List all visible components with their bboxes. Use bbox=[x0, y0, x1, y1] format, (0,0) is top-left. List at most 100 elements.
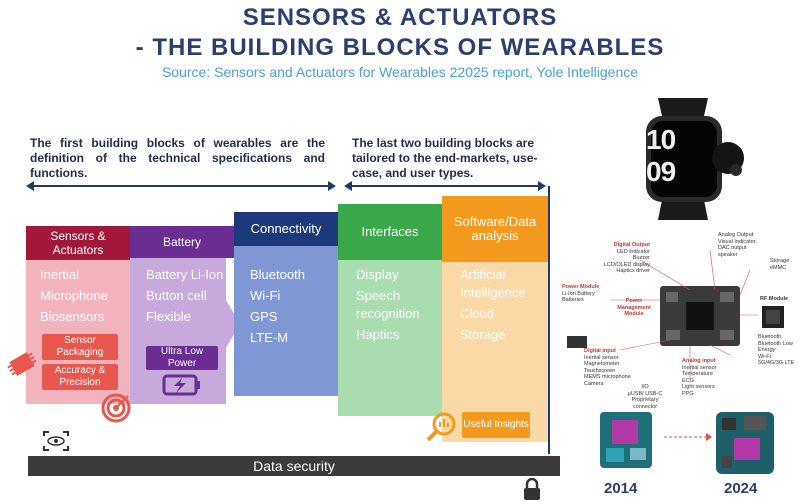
rf-module-title: RF Module bbox=[760, 296, 789, 302]
interfaces-items: Display Speech recognition Haptics bbox=[356, 266, 444, 347]
board-text: Haptics driver bbox=[616, 268, 650, 274]
data-security-bar: Data security bbox=[28, 456, 560, 476]
vertical-divider bbox=[548, 186, 550, 454]
connectivity-item: LTE-M bbox=[250, 330, 289, 345]
main-board bbox=[660, 286, 740, 346]
board-text: LED indicator bbox=[616, 248, 650, 255]
left-arrow-head-end bbox=[328, 181, 336, 191]
title-line-1: SENSORS & ACTUATORS bbox=[242, 4, 558, 31]
board-text: Li-Ion Battery bbox=[562, 290, 595, 297]
year-2024: 2024 bbox=[724, 480, 758, 497]
connectivity-item: Bluetooth bbox=[250, 267, 305, 282]
target-icon bbox=[101, 393, 131, 423]
board-text: Inertial sensor bbox=[682, 364, 717, 371]
board-text: Magnetometer bbox=[584, 361, 620, 367]
battery-body bbox=[130, 258, 226, 404]
header-connectivity: Connectivity bbox=[234, 212, 338, 246]
board-2014-image bbox=[600, 412, 652, 468]
board-text: Temperature bbox=[682, 371, 713, 377]
intro-right-text: The last two building blocks are tailore… bbox=[352, 136, 538, 180]
sensors-items: Inertial Microphone Biosensors bbox=[40, 266, 108, 329]
battery-item: Flexible bbox=[146, 309, 191, 324]
board-text: Bluetooth Low bbox=[758, 340, 793, 347]
software-items: Artificial Intelligence Cloud Storage bbox=[460, 266, 548, 347]
header-battery: Battery bbox=[130, 226, 234, 258]
connectivity-items: Bluetooth Wi-Fi GPS LTE-M bbox=[250, 266, 305, 350]
software-item: Artificial Intelligence bbox=[460, 267, 526, 300]
intro-left-text: The first building blocks of wearables a… bbox=[30, 136, 325, 180]
board-text: Visual Indicator bbox=[718, 238, 756, 245]
battery-item: Battery Li-Ion bbox=[146, 267, 224, 282]
board-text: µUSB/ USB-C bbox=[627, 390, 663, 397]
board-text: Energy bbox=[758, 347, 776, 353]
header-interfaces: Interfaces bbox=[338, 204, 442, 260]
board-text: Touchscreen bbox=[584, 367, 616, 374]
accuracy-badge: Accuracy & Precision bbox=[42, 364, 118, 390]
board-text: Wi-Fi bbox=[758, 353, 771, 360]
board-text: speaker bbox=[718, 251, 738, 258]
board-connectors bbox=[610, 249, 758, 380]
sensors-item: Biosensors bbox=[40, 309, 105, 324]
io-label: I/O µUSB/ USB-C Proprietary connector bbox=[620, 384, 670, 410]
pmu-text: Management bbox=[617, 304, 651, 311]
board-2024-image bbox=[716, 412, 774, 474]
watch-time-top: 10 bbox=[646, 124, 676, 155]
connectivity-item: Wi-Fi bbox=[250, 288, 281, 303]
battery-item: Button cell bbox=[146, 288, 207, 303]
battery-items: Battery Li-Ion Button cell Flexible bbox=[146, 266, 226, 329]
lock-icon bbox=[524, 478, 540, 500]
watch-time-bottom: 09 bbox=[646, 156, 676, 187]
board-text: Proprietary bbox=[631, 397, 659, 403]
board-text: MEMS microphone bbox=[584, 374, 631, 380]
digital-input-label: Digital input Inertial sensor Magnetomet… bbox=[584, 348, 640, 387]
smartwatch-image bbox=[646, 98, 744, 220]
interfaces-item: Haptics bbox=[356, 327, 400, 342]
pmu-text: Module bbox=[624, 311, 644, 317]
year-2014: 2014 bbox=[604, 480, 638, 497]
connectivity-item: GPS bbox=[250, 309, 278, 324]
analog-output-title: Analog Output bbox=[718, 232, 754, 238]
right-span-line bbox=[350, 185, 540, 187]
chip-icon bbox=[7, 352, 37, 376]
digital-output-label: Digital Output LED indicator Buzzer LCD/… bbox=[600, 242, 650, 275]
board-text: LCD/OLED display bbox=[603, 261, 650, 268]
storage-label: Storage eMMC bbox=[770, 258, 800, 271]
board-text: Light sensors bbox=[682, 384, 715, 390]
battery-charge-icon bbox=[162, 374, 200, 396]
right-arrow-head-start bbox=[344, 181, 352, 191]
board-text: Bluetooth bbox=[758, 334, 782, 340]
interfaces-item: Speech recognition bbox=[356, 288, 420, 321]
board-text: 5G/4G/3G LTE bbox=[758, 360, 795, 366]
board-text: Camera bbox=[584, 380, 604, 387]
board-text: eMMC bbox=[770, 264, 787, 271]
board-text: Buzzer bbox=[632, 255, 650, 261]
board-text: Inertial sensor bbox=[584, 354, 619, 361]
sensors-item: Inertial bbox=[40, 267, 80, 282]
pmu-text: Power bbox=[625, 298, 643, 304]
header-sensors: Sensors & Actuators bbox=[26, 226, 130, 260]
battery-chip bbox=[567, 336, 587, 348]
power-module-title: Power Module bbox=[562, 284, 600, 290]
ultra-low-power-badge: Ultra Low Power bbox=[146, 346, 218, 370]
board-text: ECG bbox=[682, 377, 694, 384]
rf-chip bbox=[762, 306, 784, 328]
useful-insights-badge: Useful Insights bbox=[462, 412, 530, 438]
sensors-item: Microphone bbox=[40, 288, 108, 303]
board-text: connector bbox=[632, 403, 658, 410]
software-item: Cloud bbox=[460, 306, 494, 321]
rf-list: Bluetooth Bluetooth Low Energy Wi-Fi 5G/… bbox=[758, 334, 800, 367]
sensor-packaging-badge: Sensor Packaging bbox=[42, 334, 118, 360]
interfaces-body bbox=[338, 236, 442, 416]
interfaces-item: Display bbox=[356, 267, 399, 282]
connectivity-body bbox=[234, 246, 338, 396]
digital-input-title: Digital input bbox=[584, 348, 616, 354]
power-module-label: Power Module Li-Ion Battery Batteries bbox=[562, 284, 608, 304]
board-text: DAC output bbox=[718, 245, 747, 251]
title-line-2: - THE BUILDING BLOCKS OF WEARABLES bbox=[135, 34, 665, 61]
analog-input-label: Analog input Inertial sensor Temperature… bbox=[682, 358, 732, 397]
io-title: I/O bbox=[641, 384, 649, 390]
eye-scan-icon bbox=[43, 431, 69, 451]
board-text: PPG bbox=[682, 390, 694, 397]
digital-output-title: Digital Output bbox=[613, 242, 650, 248]
rf-module-label: RF Module bbox=[760, 296, 800, 303]
